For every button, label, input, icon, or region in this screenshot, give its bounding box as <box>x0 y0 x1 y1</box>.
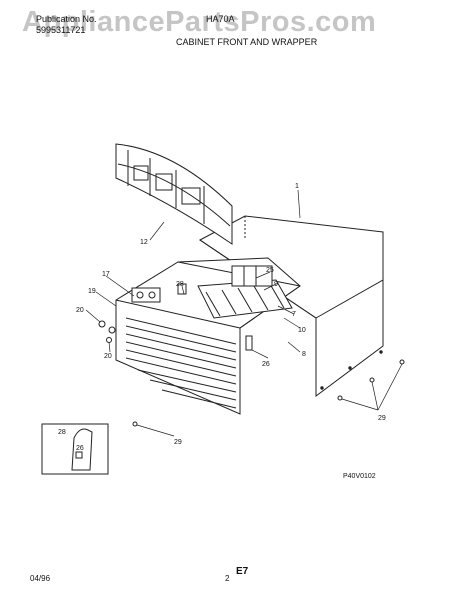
air-filter-panel <box>115 143 233 245</box>
publication-number: 5995311721 <box>36 25 86 35</box>
callout-10: 10 <box>298 327 306 334</box>
screw-part <box>108 326 116 334</box>
louver-clip <box>177 283 187 295</box>
callout-28: 28 <box>176 281 184 288</box>
louver-assembly <box>197 265 293 319</box>
callout-26: 26 <box>262 361 270 368</box>
screw-part <box>106 337 112 343</box>
screw-part <box>337 395 343 401</box>
footer-date: 04/96 <box>30 574 51 583</box>
louver-clip <box>245 335 253 351</box>
publication-label: Publication No. <box>36 14 97 24</box>
callout-25: 25 <box>266 267 274 274</box>
callout-29: 29 <box>174 439 182 446</box>
footer-section: E7 <box>236 566 249 577</box>
callout-19: 19 <box>88 288 96 295</box>
callout-8: 8 <box>302 351 306 358</box>
callout-12: 12 <box>140 239 148 246</box>
drawing-code: P40V0102 <box>343 473 376 480</box>
screw-part <box>132 421 138 427</box>
model-number: HA70A <box>206 14 235 24</box>
screw-part <box>98 320 106 328</box>
inset-detail-box <box>41 423 109 475</box>
section-title: CABINET FRONT AND WRAPPER <box>176 37 318 47</box>
screw-part <box>399 359 405 365</box>
callout-20-lower: 20 <box>104 353 112 360</box>
callout-29-right: 29 <box>378 415 386 422</box>
callout-9: 9 <box>274 281 278 288</box>
watermark-text: AppliancePartsPros.com <box>22 6 377 38</box>
callout-20: 20 <box>76 307 84 314</box>
leader-lines <box>85 189 403 437</box>
callout-17: 17 <box>102 271 110 278</box>
callout-7: 7 <box>292 311 296 318</box>
callout-1: 1 <box>295 183 299 190</box>
callout-26-inset: 26 <box>76 445 84 452</box>
screw-part <box>369 377 375 383</box>
footer-page: 2 <box>225 574 230 583</box>
callout-28-inset: 28 <box>58 429 66 436</box>
